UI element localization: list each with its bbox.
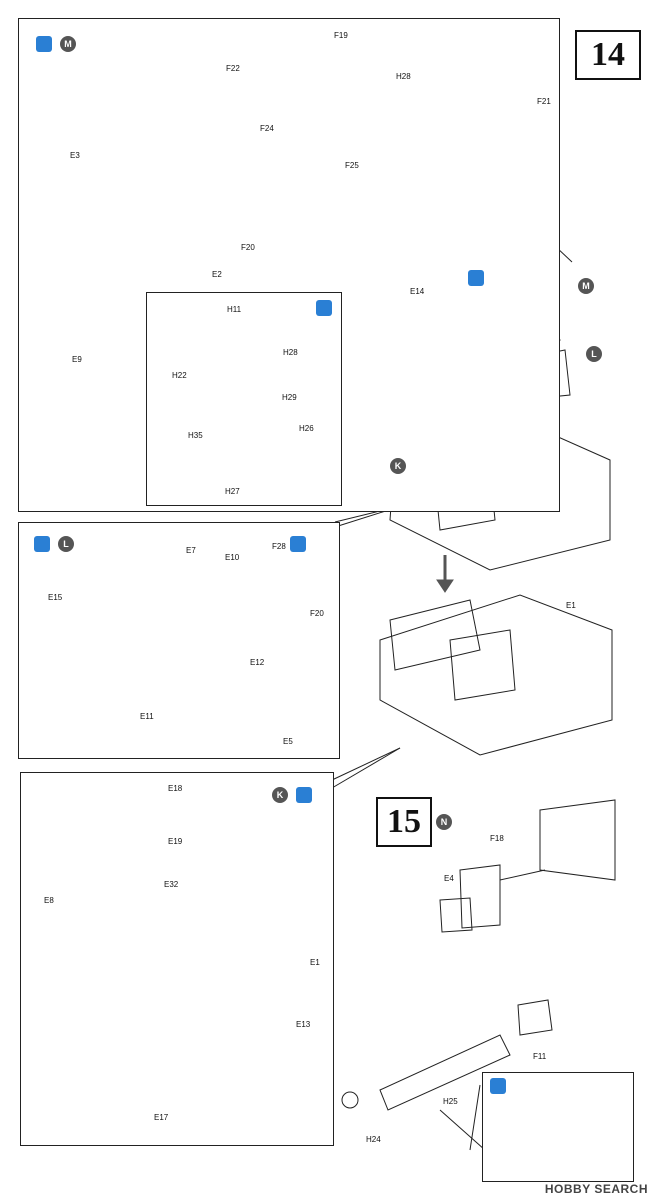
part-label: E1 (566, 601, 576, 610)
step-14-l-frame (18, 522, 340, 759)
badge-k-marker: K (390, 458, 406, 474)
part-label: E32 (164, 880, 179, 889)
part-label: E4 (444, 874, 454, 883)
part-label: H28 (396, 72, 411, 81)
part-label: E10 (225, 553, 240, 562)
part-label: E18 (168, 784, 183, 793)
part-label: E5 (283, 737, 293, 746)
part-label: E2 (212, 270, 222, 279)
badge-m: M (60, 36, 76, 52)
part-label: E8 (44, 896, 54, 905)
step-14-h-subframe (146, 292, 342, 506)
part-label: F20 (241, 243, 255, 252)
part-label: F19 (334, 31, 348, 40)
part-label: H22 (172, 371, 187, 380)
part-label: H24 (366, 1135, 381, 1144)
watermark: HOBBY SEARCH (544, 1182, 648, 1196)
paint-brush-icon (490, 1078, 506, 1094)
part-label: F25 (345, 161, 359, 170)
step-number-14: 14 (575, 30, 641, 80)
part-label: F24 (260, 124, 274, 133)
part-label: E15 (48, 593, 63, 602)
badge-k: K (272, 787, 288, 803)
badge-n: N (436, 814, 452, 830)
paint-brush-icon (296, 787, 312, 803)
part-label: F28 (272, 542, 286, 551)
part-label: F21 (537, 97, 551, 106)
part-label: H11 (227, 305, 242, 314)
badge-m-marker: M (578, 278, 594, 294)
part-label: H26 (299, 424, 314, 433)
part-label: E17 (154, 1113, 169, 1122)
part-label: H29 (282, 393, 297, 402)
part-label: H28 (283, 348, 298, 357)
part-label: H25 (443, 1097, 458, 1106)
part-label: F20 (310, 609, 324, 618)
part-label: E9 (72, 355, 82, 364)
part-label: F22 (226, 64, 240, 73)
part-label: E12 (250, 658, 265, 667)
part-label: E14 (410, 287, 425, 296)
badge-l-marker: L (586, 346, 602, 362)
part-label: F11 (533, 1052, 547, 1061)
part-label: E1 (310, 958, 320, 967)
rotate-icon (290, 536, 306, 552)
step-15-detail-frame (482, 1072, 634, 1182)
part-label: E19 (168, 837, 183, 846)
paint-brush-icon (34, 536, 50, 552)
part-label: E13 (296, 1020, 311, 1029)
part-label: E7 (186, 546, 196, 555)
step-14-k-frame (20, 772, 334, 1146)
badge-l: L (58, 536, 74, 552)
paint-brush-icon (36, 36, 52, 52)
part-label: E11 (140, 712, 154, 721)
part-label: H27 (225, 487, 240, 496)
step-number-15: 15 (376, 797, 432, 847)
part-label: E3 (70, 151, 80, 160)
part-label: H35 (188, 431, 203, 440)
paint-brush-icon (316, 300, 332, 316)
cement-bottle-icon (468, 270, 484, 286)
part-label: F18 (490, 834, 504, 843)
